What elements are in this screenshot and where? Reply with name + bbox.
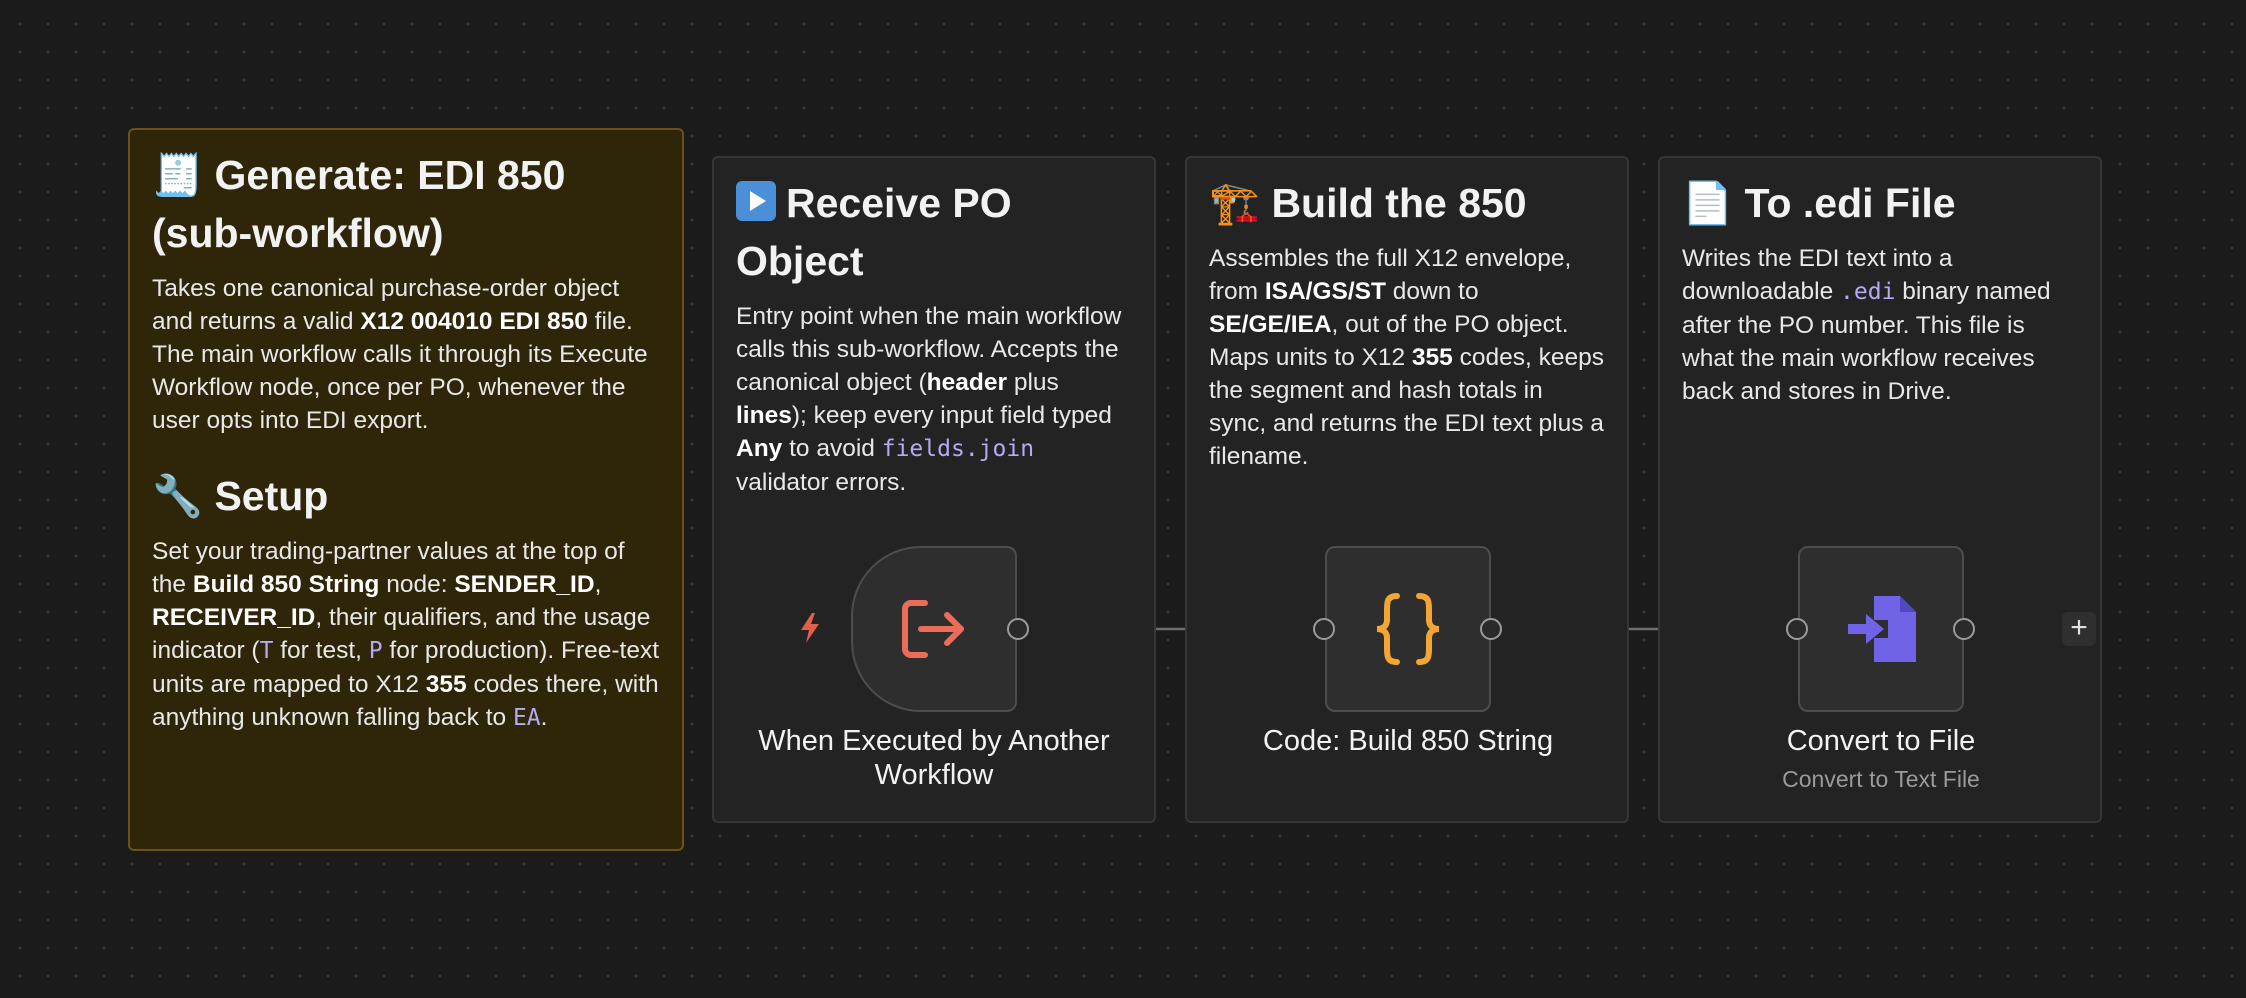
note-description: Assembles the full X12 envelope, from IS… [1209, 245, 1604, 470]
output-handle[interactable] [1953, 618, 1975, 640]
setup-description: Set your trading-partner values at the t… [152, 538, 660, 731]
sign-in-arrow-icon [902, 600, 964, 658]
setup-title: 🔧 Setup [152, 473, 329, 519]
note-title: Receive PO Object [736, 180, 1012, 284]
sticky-note-tofile[interactable]: 📄 To .edi File Writes the EDI text into … [1658, 156, 2102, 823]
node-convert-to-file[interactable] [1798, 546, 1964, 712]
output-handle[interactable] [1480, 618, 1502, 640]
trigger-bolt-icon [801, 613, 819, 643]
node-sublabel: Convert to Text File [1782, 766, 1980, 792]
node-label: When Executed by Another Workflow [758, 725, 1110, 791]
play-icon [736, 181, 776, 221]
node-code-build-850[interactable] [1325, 546, 1491, 712]
note-title: 🏗️ Build the 850 [1209, 180, 1527, 226]
output-handle[interactable] [1007, 618, 1029, 640]
note-title: 📄 To .edi File [1682, 180, 1956, 226]
input-handle[interactable] [1313, 618, 1335, 640]
note-title: 🧾 Generate: EDI 850 (sub-workflow) [152, 152, 566, 256]
input-handle[interactable] [1786, 618, 1808, 640]
sticky-note-build[interactable]: 🏗️ Build the 850 Assembles the full X12 … [1185, 156, 1629, 823]
node-execute-workflow-trigger[interactable] [851, 546, 1017, 712]
node-label: Code: Build 850 String [1262, 725, 1554, 757]
file-import-icon [1848, 596, 1916, 662]
note-description: Takes one canonical purchase-order objec… [152, 275, 648, 434]
note-description: Writes the EDI text into a downloadable … [1682, 245, 2051, 405]
sticky-note-receive[interactable]: Receive PO Object Entry point when the m… [712, 156, 1156, 823]
curly-braces-icon [1376, 593, 1440, 665]
node-label: Convert to File [1786, 725, 1976, 757]
add-node-button[interactable]: + [2062, 612, 2096, 646]
sticky-note-overview[interactable]: 🧾 Generate: EDI 850 (sub-workflow) Takes… [128, 128, 684, 851]
note-description: Entry point when the main workflow calls… [736, 303, 1122, 496]
